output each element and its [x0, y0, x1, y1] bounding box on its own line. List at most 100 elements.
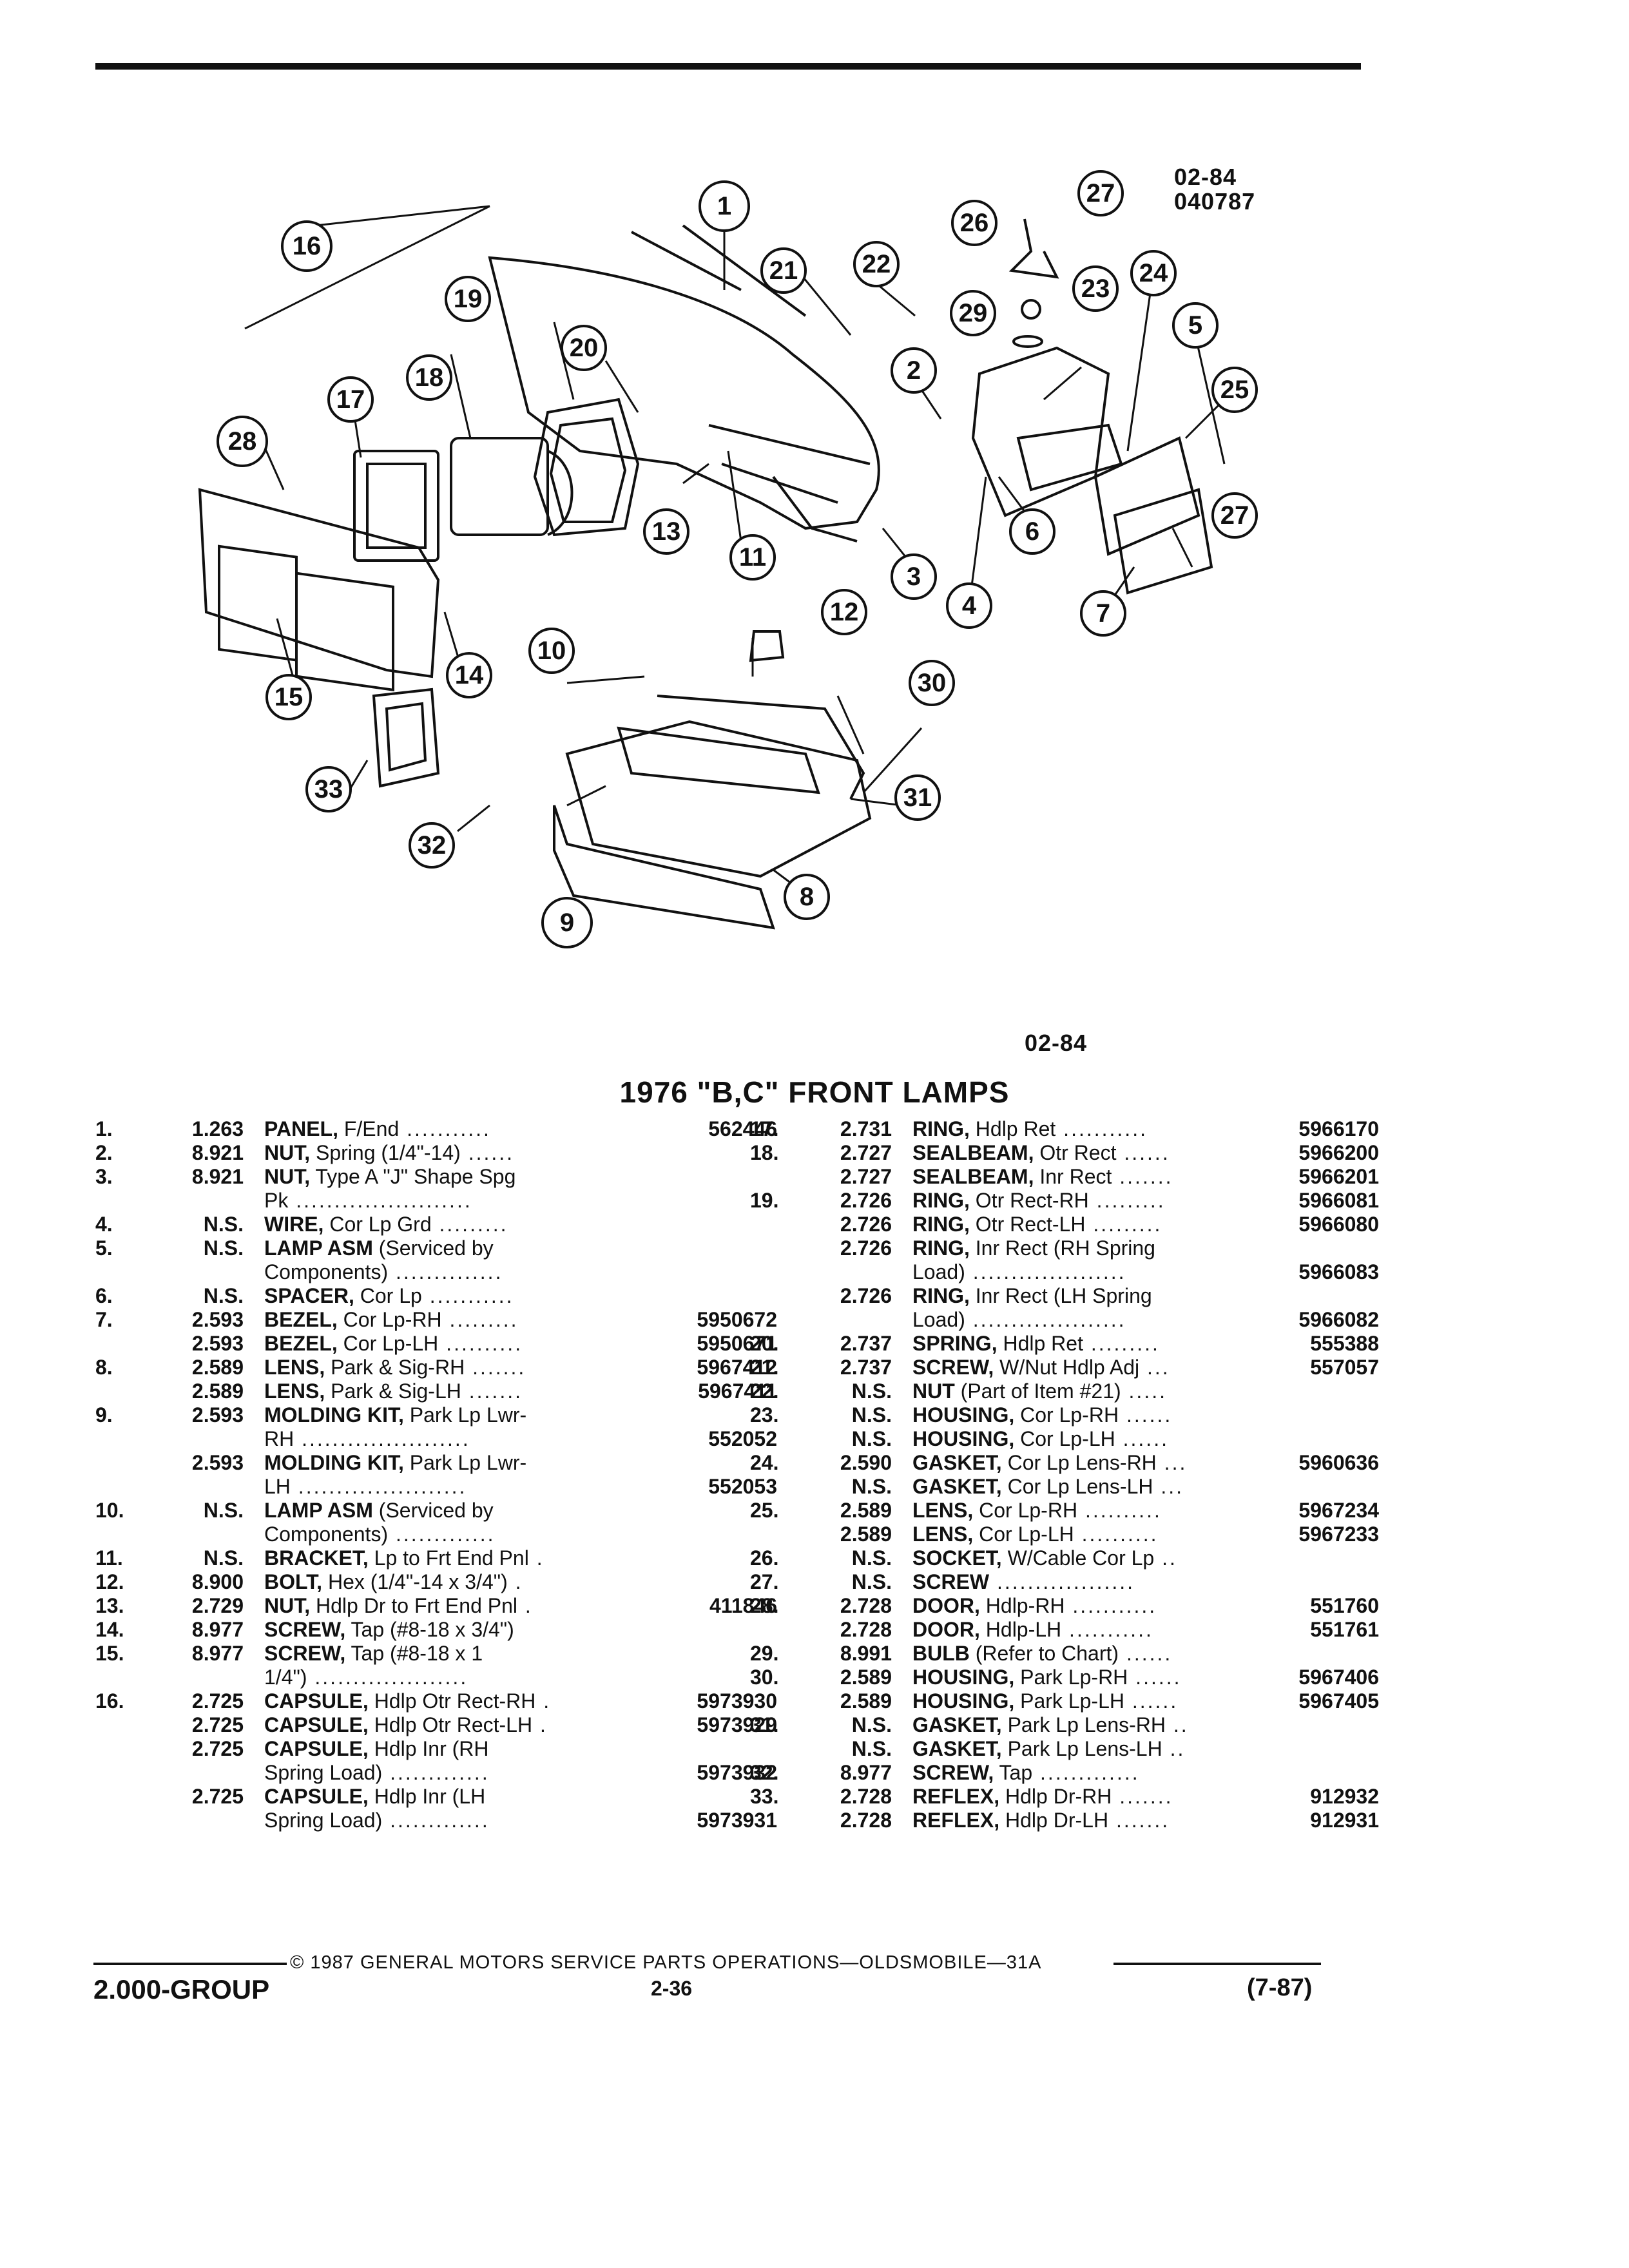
part-detail: Spring Load): [264, 1809, 383, 1832]
footer-group: 2.000-GROUP: [93, 1974, 270, 2004]
leader-dots: ....................: [307, 1666, 468, 1689]
footer-copyright: © 1987 GENERAL MOTORS SERVICE PARTS OPER…: [290, 1952, 1042, 1973]
part-name: PANEL,: [264, 1117, 338, 1140]
part-detail: Cor Lp Lens-RH: [1001, 1451, 1157, 1474]
group-number: 2.590: [840, 1451, 892, 1474]
item-number: 7.: [95, 1308, 113, 1331]
part-name: BEZEL,: [264, 1332, 338, 1355]
callout-15: [265, 674, 312, 720]
part-detail: (Serviced by: [372, 1236, 494, 1260]
part-description: BEZEL, Cor Lp-RH .........: [264, 1308, 683, 1332]
group-number: N.S.: [203, 1213, 244, 1236]
part-name: BEZEL,: [264, 1308, 338, 1331]
part-detail: Cor Lp-LH: [337, 1332, 439, 1355]
leader-dots: ...........: [421, 1284, 514, 1307]
part-detail: W/Nut Hdlp Adj: [994, 1356, 1140, 1379]
part-description: LAMP ASM (Serviced by: [264, 1236, 683, 1260]
part-number: 5966201: [1298, 1165, 1379, 1188]
item-number: 15.: [95, 1642, 124, 1665]
part-detail: W/Cable Cor Lp: [1001, 1546, 1155, 1570]
callout-30: [909, 660, 955, 706]
part-detail: Park & Sig-RH: [325, 1356, 465, 1379]
part-detail: Pk: [264, 1189, 289, 1212]
part-name: DOOR,: [912, 1594, 980, 1617]
callout-3: [891, 553, 937, 600]
part-description: Spring Load) .............: [264, 1809, 683, 1832]
exploded-front-lamp-assembly-diagram: 1 2 3 4 5 6 7 8 9 10 11 12 13 14 15 16 1…: [198, 170, 1258, 948]
callout-label-22: 22: [862, 250, 891, 278]
leader-dots: ......: [1128, 1666, 1182, 1689]
part-name: CAPSULE,: [264, 1713, 369, 1736]
part-name: SCREW,: [264, 1618, 346, 1641]
callout-label-12: 12: [830, 598, 859, 626]
part-detail: Inr Rect (LH Spring: [969, 1284, 1152, 1307]
part-detail: Cor Lp-LH: [973, 1523, 1074, 1546]
part-name: NUT,: [264, 1165, 311, 1188]
leader-dots: .............: [1032, 1761, 1140, 1784]
part-description: SPRING, Hdlp Ret .........: [912, 1332, 1260, 1356]
part-detail: Park & Sig-LH: [325, 1379, 461, 1403]
part-number: 5966170: [1298, 1117, 1379, 1140]
group-number: 2.589: [191, 1356, 244, 1379]
part-detail: Spring Load): [264, 1761, 383, 1784]
item-number: 12.: [95, 1570, 124, 1593]
top-rule: [95, 63, 1361, 70]
part-detail: Tap: [994, 1761, 1033, 1784]
part-description: CAPSULE, Hdlp Otr Rect-LH .: [264, 1713, 683, 1737]
item-number: 32.: [750, 1761, 779, 1784]
part-detail: Cor Lp Grd: [323, 1213, 432, 1236]
part-description: REFLEX, Hdlp Dr-RH .......: [912, 1785, 1260, 1809]
part-description: LENS, Cor Lp-LH ..........: [912, 1523, 1260, 1546]
part-name: WIRE,: [264, 1213, 324, 1236]
item-number: 6.: [95, 1284, 113, 1307]
part-number: 5966080: [1298, 1213, 1379, 1236]
part-name: GASKET,: [912, 1475, 1002, 1498]
part-number: 5966200: [1298, 1141, 1379, 1164]
footer-rule-left: [93, 1963, 287, 1965]
part-description: NUT, Hdlp Dr to Frt End Pnl .: [264, 1594, 683, 1618]
leader-dots: .: [535, 1689, 552, 1713]
callout-label-29: 29: [959, 299, 988, 327]
part-description: LENS, Park & Sig-RH .......: [264, 1356, 683, 1379]
part-detail: Hdlp Dr-RH: [999, 1785, 1112, 1808]
part-description: LENS, Cor Lp-RH ..........: [912, 1499, 1260, 1523]
leader-dots: ..........: [1077, 1499, 1162, 1522]
callout-8: [784, 874, 830, 920]
callout-label-30: 30: [918, 669, 947, 697]
callout-28: [217, 416, 268, 467]
leader-dots: .: [507, 1570, 523, 1593]
part-name: NUT,: [264, 1141, 311, 1164]
leader-dots: ......................: [290, 1475, 467, 1498]
part-description: SCREW, Tap .............: [912, 1761, 1260, 1785]
callout-11: [729, 534, 776, 581]
part-name: NUT,: [264, 1594, 311, 1617]
callout-label-5: 5: [1188, 311, 1202, 340]
part-name: SEALBEAM,: [912, 1141, 1034, 1164]
item-number: 19.: [750, 1189, 779, 1212]
part-name: NUT: [912, 1379, 955, 1403]
callout-22: [853, 241, 900, 287]
part-detail: Components): [264, 1523, 389, 1546]
callout-label-21: 21: [769, 256, 798, 285]
part-description: SOCKET, W/Cable Cor Lp ..: [912, 1546, 1260, 1570]
callout-31: [894, 774, 941, 821]
part-detail: (Refer to Chart): [969, 1642, 1119, 1665]
leader-dots: ......: [1115, 1427, 1169, 1450]
part-description: 1/4") ....................: [264, 1666, 683, 1689]
part-description: RING, Inr Rect (LH Spring: [912, 1284, 1260, 1308]
item-number: 17.: [750, 1117, 779, 1140]
part-name: DOOR,: [912, 1618, 980, 1641]
group-number: 2.593: [191, 1308, 244, 1331]
group-number: 2.726: [840, 1189, 892, 1212]
item-number: 22.: [750, 1379, 779, 1403]
callout-label-14: 14: [455, 661, 484, 689]
part-description: SCREW ..................: [912, 1570, 1260, 1594]
group-number: 2.589: [840, 1666, 892, 1689]
part-name: GASKET,: [912, 1713, 1002, 1736]
callout-10: [528, 628, 575, 674]
group-number: 2.589: [191, 1379, 244, 1403]
callout-label-28: 28: [228, 427, 257, 456]
part-detail: (Serviced by: [372, 1499, 494, 1522]
part-description: DOOR, Hdlp-RH ...........: [912, 1594, 1260, 1618]
group-number: 2.589: [840, 1499, 892, 1522]
